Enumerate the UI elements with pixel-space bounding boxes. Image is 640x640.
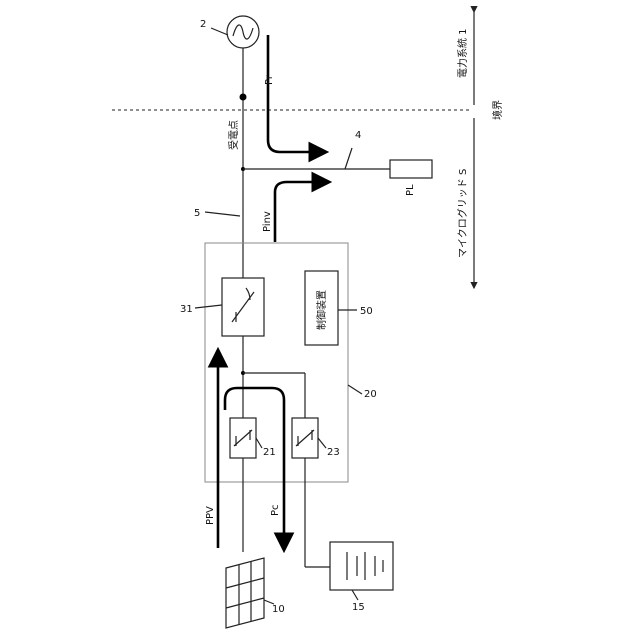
pc-power-arrow [225, 388, 284, 548]
load-box [390, 160, 432, 178]
line-4-label: 4 [355, 130, 361, 141]
ppv-label: PPV [205, 506, 216, 525]
pc-label: Pc [270, 504, 281, 516]
microgrid-label: マイクログリッド S [456, 169, 469, 258]
pv-panel-symbol [226, 558, 264, 628]
controller-ref-label: 50 [360, 306, 373, 317]
pcs-leader [348, 385, 362, 394]
inverter-label: 31 [180, 304, 193, 315]
receiving-point-label: 受電点 [228, 120, 240, 150]
battery-leader [352, 590, 358, 600]
inverter-leader [195, 305, 222, 308]
pinv-label: Pinv [262, 211, 273, 232]
load-label: PL [405, 184, 416, 196]
ac-wave [233, 25, 253, 39]
line-5-label: 5 [194, 208, 200, 219]
pv-converter-label: 21 [263, 447, 276, 458]
pr-power-arrow [268, 35, 324, 152]
pv-converter-leader [256, 438, 262, 448]
line-5-leader [205, 212, 240, 216]
line-4-leader [345, 148, 352, 169]
batt-converter-label: 23 [327, 447, 340, 458]
batt-converter-leader [318, 438, 326, 448]
boundary-label: 境界 [491, 100, 504, 120]
controller-label: 制御装置 [315, 290, 328, 330]
pcs-label: 20 [364, 389, 377, 400]
pr-label: Pr [264, 74, 275, 85]
battery-label: 15 [352, 602, 365, 613]
grid-label: 電力系統 1 [456, 28, 469, 78]
ac-leader [211, 28, 228, 35]
ac-source-label: 2 [200, 19, 206, 30]
pv-panel-label: 10 [272, 604, 285, 615]
pinv-power-arrow [275, 182, 327, 242]
receiving-point-dot [240, 94, 247, 101]
